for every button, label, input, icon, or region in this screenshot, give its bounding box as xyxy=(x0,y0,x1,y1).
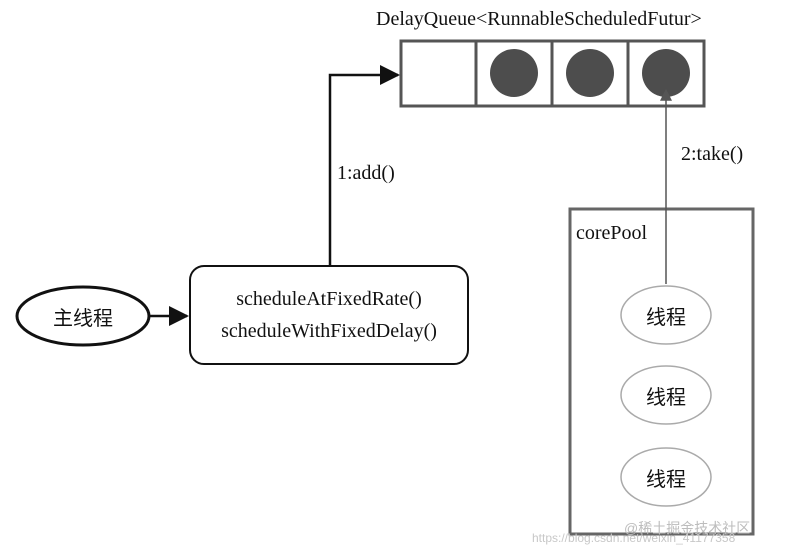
queue-item-dot xyxy=(642,49,690,97)
arrow-add xyxy=(328,65,400,266)
queue-item-dot xyxy=(566,49,614,97)
watermark-brand: @稀土掘金技术社区 xyxy=(624,520,751,536)
thread-node xyxy=(620,447,712,507)
scheduler-method-fixed-delay: scheduleWithFixedDelay() xyxy=(221,320,437,342)
scheduler-methods: scheduleAtFixedRate() scheduleWithFixedD… xyxy=(190,266,468,364)
main-thread-label: 主线程 xyxy=(53,307,113,330)
thread-label: 线程 xyxy=(646,306,686,329)
delay-queue xyxy=(399,39,706,108)
add-edge-label: 1:add() xyxy=(337,162,395,184)
queue-label: DelayQueue<RunnableScheduledFutur> xyxy=(376,8,702,30)
watermark-url: https://blog.csdn.net/weixin_41177358 xyxy=(532,531,736,545)
thread-label: 线程 xyxy=(646,468,686,491)
scheduler-method-fixed-rate: scheduleAtFixedRate() xyxy=(236,288,422,310)
thread-node xyxy=(620,365,712,425)
thread-node xyxy=(620,285,712,345)
take-edge-label: 2:take() xyxy=(681,143,744,165)
thread-label: 线程 xyxy=(646,386,686,409)
queue-item-dot xyxy=(490,49,538,97)
core-pool-label: corePool xyxy=(576,222,648,244)
